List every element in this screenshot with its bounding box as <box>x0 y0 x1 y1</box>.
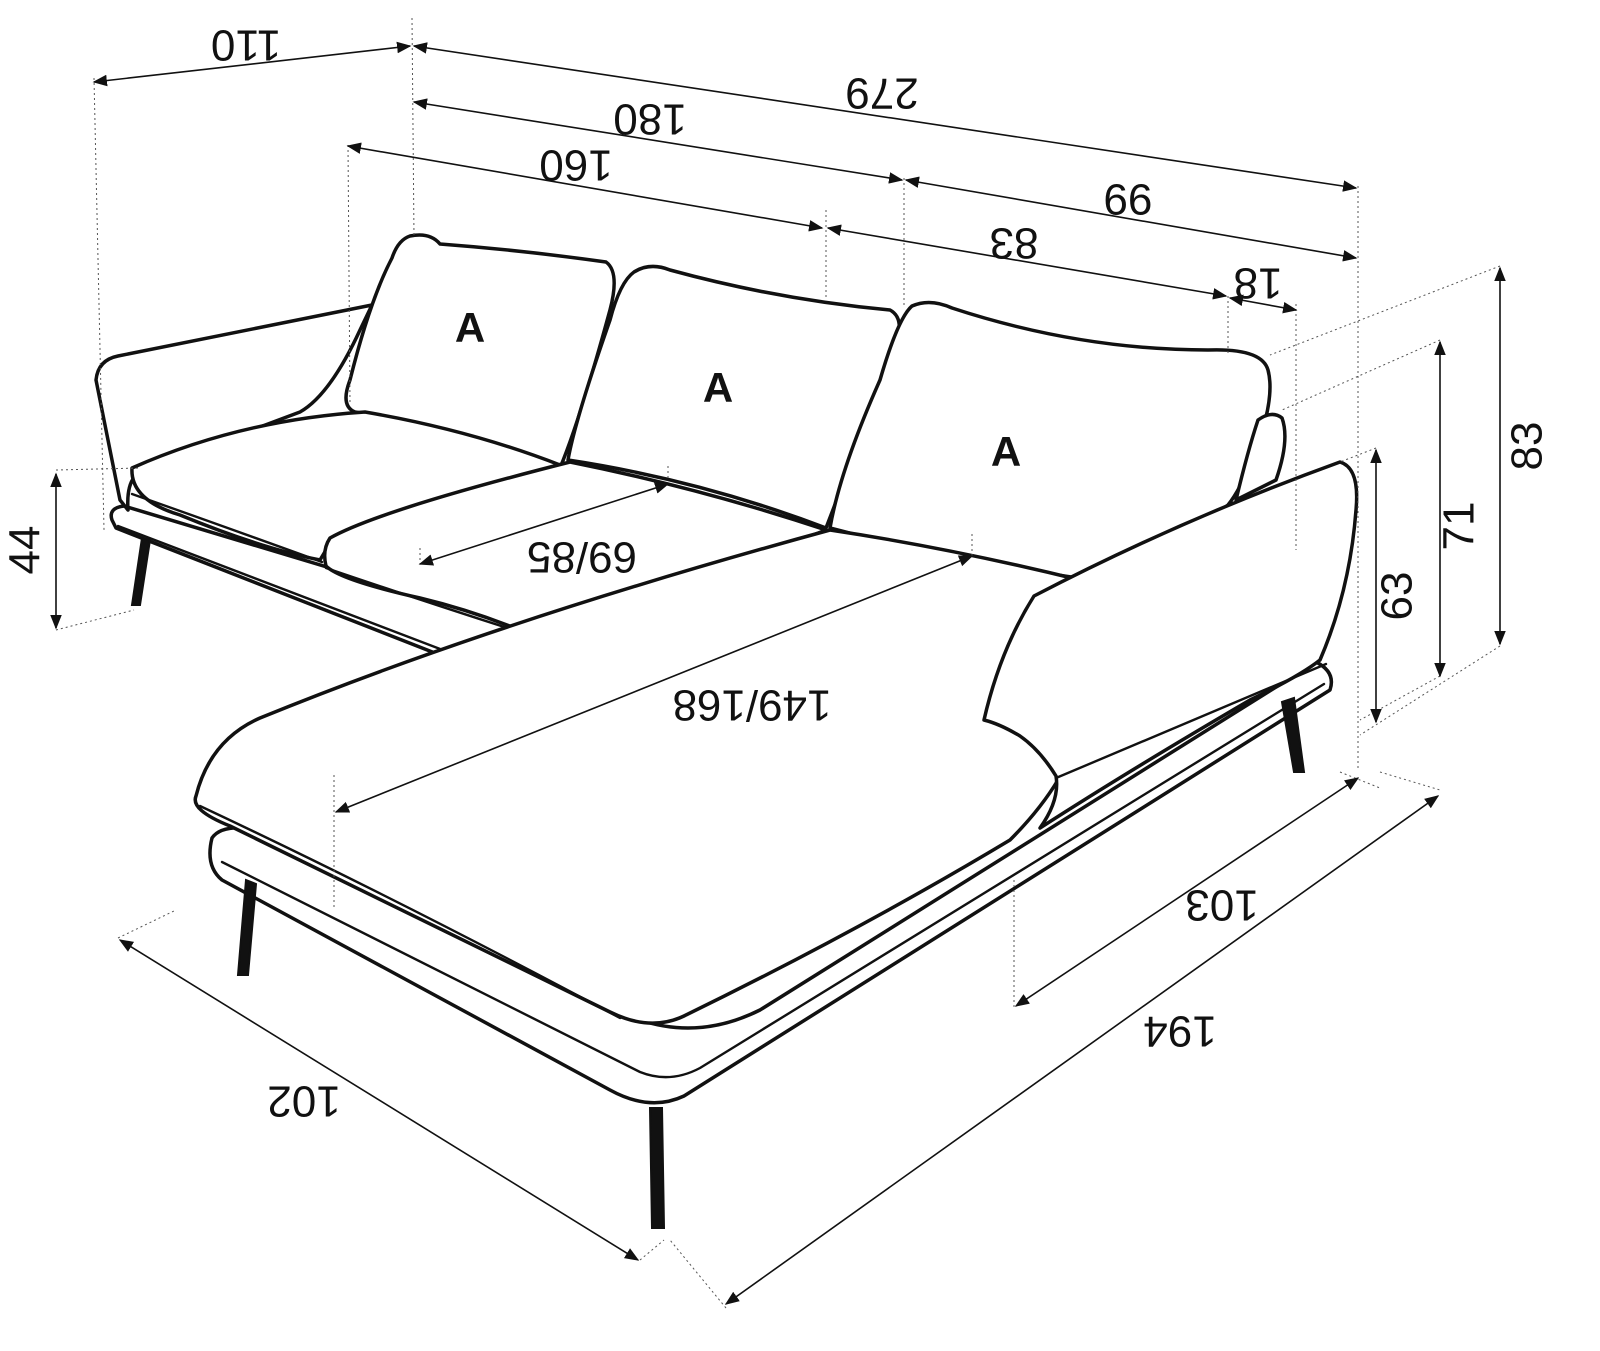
leg-front-right <box>1280 696 1306 773</box>
label-83-width: 83 <box>990 218 1039 267</box>
label-99: 99 <box>1104 174 1153 223</box>
label-18: 18 <box>1234 258 1283 307</box>
label-110: 110 <box>211 20 281 69</box>
label-149-168: 149/168 <box>672 680 831 729</box>
dim-line-110 <box>92 41 412 87</box>
cushion-mark-1: A <box>455 304 485 351</box>
label-279: 279 <box>845 68 918 117</box>
dim-line-99 <box>904 176 1358 262</box>
label-63: 63 <box>1373 572 1422 621</box>
label-71: 71 <box>1435 502 1484 551</box>
label-83-height: 83 <box>1503 422 1552 471</box>
label-44: 44 <box>1 526 50 575</box>
leg-front-center <box>648 1107 666 1229</box>
label-160: 160 <box>539 140 612 189</box>
dimension-lines <box>50 41 1506 1305</box>
dimension-labels: 110 279 180 160 99 83 18 83 71 63 44 69/… <box>1 20 1552 1125</box>
cushion-mark-2: A <box>703 364 733 411</box>
leg-front-left <box>236 878 258 976</box>
right-armrest <box>982 460 1359 830</box>
leg-back-left <box>130 536 152 606</box>
right-back-bolster <box>1234 412 1287 502</box>
label-102: 102 <box>267 1076 340 1125</box>
dim-line-83-width <box>826 224 1228 300</box>
dim-line-18 <box>1228 294 1298 314</box>
label-194: 194 <box>1143 1006 1216 1055</box>
label-180: 180 <box>613 94 686 143</box>
dim-line-102 <box>118 939 640 1261</box>
label-103: 103 <box>1185 880 1258 929</box>
label-69-85: 69/85 <box>527 532 637 581</box>
dim-line-194 <box>724 795 1440 1305</box>
dim-line-69-85 <box>418 482 670 566</box>
cushion-mark-3: A <box>991 428 1021 475</box>
dim-line-160 <box>346 142 824 232</box>
dim-line-149-168 <box>334 555 974 813</box>
